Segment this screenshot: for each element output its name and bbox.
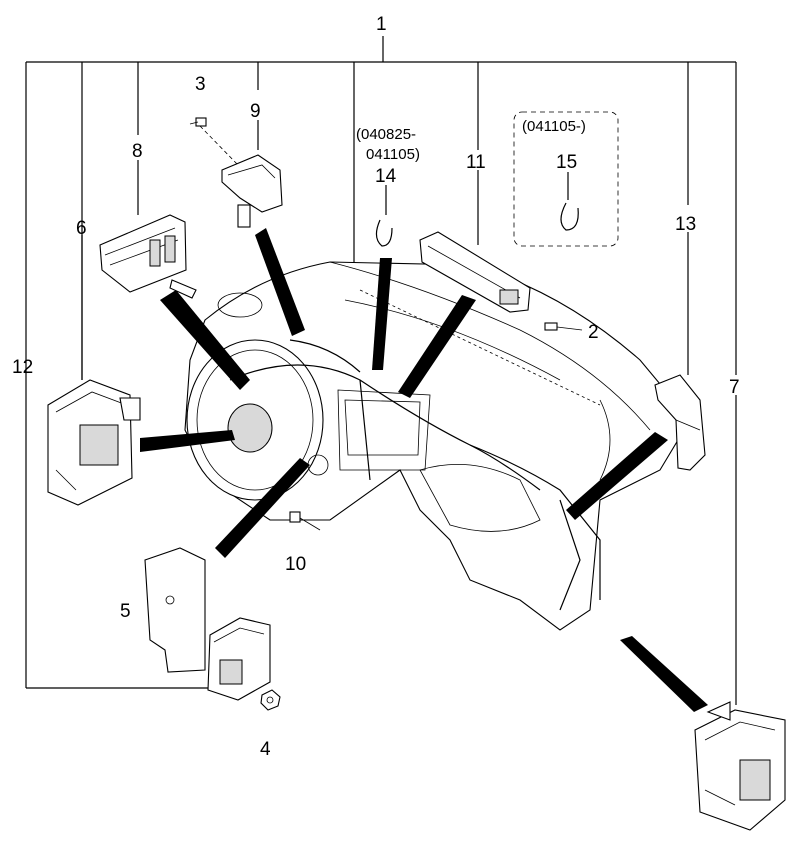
part-8-junction-block[interactable] [99,214,197,299]
part-9-bracket[interactable] [221,154,283,228]
part-6-fuse-box[interactable] [47,379,141,506]
part-4-nut[interactable] [260,689,281,711]
callout-4: 4 [260,739,271,760]
part14-date-line1: (040825- [356,126,416,143]
part-15-clip-box [513,111,619,247]
callout-7: 7 [729,377,740,398]
callout-1: 1 [376,14,387,35]
callout-2: 2 [588,322,599,343]
part-12-control-module[interactable] [207,617,271,701]
part-2-screw[interactable] [544,322,583,331]
callout-labels: 1 2 3 4 5 6 7 8 9 10 11 12 13 14 15 (040… [12,14,740,760]
part-7-connector-block[interactable] [694,701,786,831]
callout-3: 3 [195,74,206,95]
part-10-bolt[interactable] [289,511,321,531]
callout-14: 14 [375,166,397,187]
steering-wheel [186,292,329,501]
callout-10: 10 [285,554,306,575]
callout-8: 8 [132,141,143,162]
callout-9: 9 [250,101,261,122]
callout-11: 11 [466,152,486,173]
wiring-harness [229,339,601,611]
callout-6: 6 [76,218,87,239]
callout-15: 15 [556,152,577,173]
part-3-bolt[interactable] [189,117,239,166]
callout-13: 13 [675,214,696,235]
part-13-bracket[interactable] [654,374,706,471]
callout-12: 12 [12,357,33,378]
part14-date-line2: 041105) [366,146,420,163]
callout-5: 5 [120,601,131,622]
part-5-bracket[interactable] [144,547,206,673]
pointer-wedges [140,228,708,712]
main-bracket-lines [25,36,737,705]
part-14-clip[interactable] [375,219,393,247]
part-11-module[interactable] [419,231,531,313]
part15-date: (041105-) [522,118,586,135]
